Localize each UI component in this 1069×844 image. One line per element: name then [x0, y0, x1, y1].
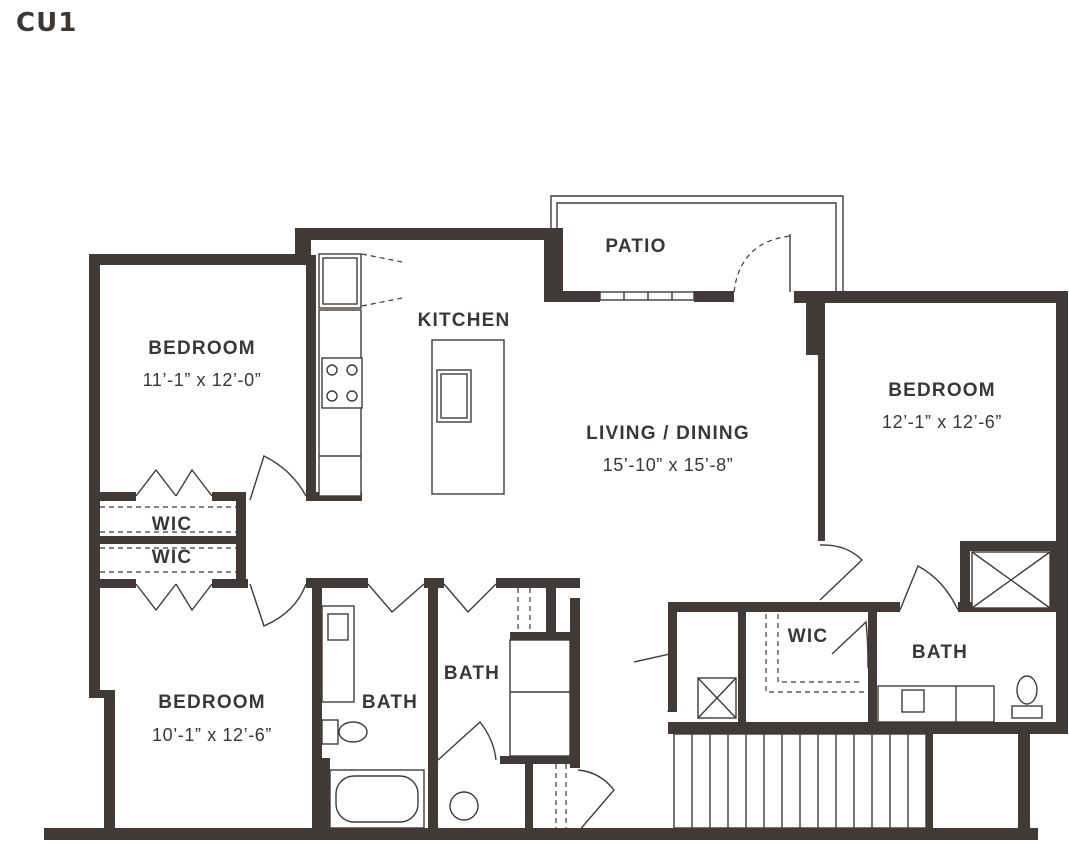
closet-shelves	[100, 506, 868, 830]
bath-center-label: BATH	[444, 663, 500, 684]
room-labels: PATIO KITCHEN BEDROOM 11’-1” x 12’-0” LI…	[143, 236, 1002, 745]
wic-left-bottom-label: WIC	[152, 547, 193, 568]
bedroom-right-label: BEDROOM	[888, 380, 996, 401]
stairs	[673, 733, 927, 829]
patio-outline	[550, 195, 844, 301]
patio-label: PATIO	[605, 236, 666, 257]
bath-right-label: BATH	[912, 642, 968, 663]
bedroom-left-top-size: 11’-1” x 12’-0”	[143, 370, 262, 390]
bedroom-left-bottom-size: 10’-1” x 12’-6”	[152, 725, 272, 745]
stove	[321, 357, 363, 409]
kitchen-label: KITCHEN	[418, 310, 511, 331]
wic-left-top-label: WIC	[152, 514, 193, 535]
doors	[135, 455, 959, 833]
bedroom-right-size: 12’-1” x 12’-6”	[882, 412, 1002, 432]
living-dining-label: LIVING / DINING	[586, 423, 750, 444]
living-dining-size: 15’-10” x 15’-8”	[603, 455, 734, 475]
wic-right-label: WIC	[788, 626, 829, 647]
bedroom-left-top-label: BEDROOM	[148, 338, 256, 359]
unit-title: CU1	[16, 8, 78, 38]
bath-fixtures	[321, 551, 1051, 829]
bedroom-left-bottom-label: BEDROOM	[158, 692, 266, 713]
kitchen-fixtures	[318, 253, 505, 497]
bath-center-left-label: BATH	[362, 692, 418, 713]
